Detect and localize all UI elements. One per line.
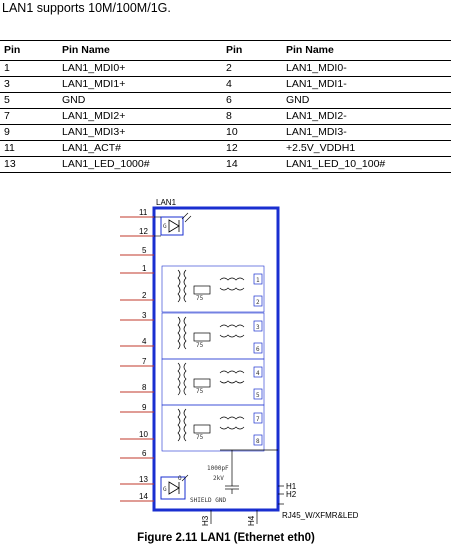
rj45-pin: 1 <box>256 277 260 284</box>
h4-label: H4 <box>247 515 256 526</box>
transformer-stages <box>161 265 265 452</box>
pin-name-cell: LAN1_MDI2- <box>282 108 451 125</box>
led-top-label: G <box>163 223 167 230</box>
pin-num: 8 <box>142 383 147 392</box>
pin-num: 1 <box>142 264 147 273</box>
pin-number-cell: 13 <box>0 156 58 173</box>
resistor-label: 75 <box>196 388 204 395</box>
rj45-pin: 8 <box>256 438 260 445</box>
pin-num: 14 <box>139 492 148 501</box>
figure-caption: Figure 2.11 LAN1 (Ethernet eth0) <box>137 532 315 544</box>
pin-name-cell: LAN1_LED_10_100# <box>282 156 451 173</box>
pin-name-cell: LAN1_MDI1- <box>282 76 451 93</box>
left-pin-numbers: 11 12 5 1 2 3 4 7 8 9 10 6 13 14 <box>139 208 148 501</box>
pin-name-cell: GND <box>282 92 451 109</box>
pin-number-cell: 4 <box>222 76 282 93</box>
pin-num: 2 <box>142 291 147 300</box>
rj45-pin: 3 <box>256 324 260 331</box>
rj45-pin: 5 <box>256 392 260 399</box>
pin-number-cell: 2 <box>222 60 282 77</box>
pin-number-cell: 12 <box>222 140 282 157</box>
h2-label: H2 <box>286 490 297 499</box>
pin-num: 3 <box>142 311 147 320</box>
header-pin-1: Pin <box>0 40 58 61</box>
h3-label: H3 <box>201 515 210 526</box>
pin-num: 4 <box>142 337 147 346</box>
h1-label: H1 <box>286 482 297 491</box>
table-header-row: Pin Pin Name Pin Pin Name <box>0 40 451 61</box>
resistor-label: 75 <box>196 295 204 302</box>
lan1-schematic: LAN1 11 12 5 1 2 3 4 7 8 9 10 6 13 14 G <box>120 198 359 526</box>
pin-name-cell: LAN1_ACT# <box>58 140 222 157</box>
connector-body <box>152 206 280 512</box>
pin-name-cell: GND <box>58 92 222 109</box>
left-pin-leads <box>120 216 154 502</box>
pin-name-cell: LAN1_MDI3- <box>282 124 451 141</box>
shield-label: SHIELD GND <box>190 497 227 504</box>
rj45-pin: 7 <box>256 416 260 423</box>
pin-number-cell: 3 <box>0 76 58 93</box>
resistor-label: 75 <box>196 434 204 441</box>
pin-num: 7 <box>142 357 147 366</box>
pin-name-cell: LAN1_MDI3+ <box>58 124 222 141</box>
header-pin-2: Pin <box>222 40 282 61</box>
cap-label-1: 1000pF <box>207 465 229 472</box>
header-pin-name-2: Pin Name <box>282 40 451 61</box>
pin-name-cell: LAN1_MDI0+ <box>58 60 222 77</box>
pin-num: 9 <box>142 403 147 412</box>
rj45-pin: 2 <box>256 299 260 306</box>
pin-number-cell: 7 <box>0 108 58 125</box>
pin-name-cell: LAN1_MDI2+ <box>58 108 222 125</box>
right-pin-numbers: 1 2 3 6 4 5 7 8 <box>256 277 260 445</box>
resistor-label: 75 <box>196 342 204 349</box>
pin-name-cell: LAN1_MDI1+ <box>58 76 222 93</box>
pin-number-cell: 6 <box>222 92 282 109</box>
intro-text: LAN1 supports 10M/100M/1G. <box>2 1 171 15</box>
pin-number-cell: 1 <box>0 60 58 77</box>
pin-number-cell: 14 <box>222 156 282 173</box>
cap-label-2: 2kV <box>213 475 224 482</box>
pin-name-cell: LAN1_LED_1000# <box>58 156 222 173</box>
bottom-led: G O <box>160 474 189 500</box>
top-led: G <box>154 212 192 237</box>
pin-num: 10 <box>139 430 148 439</box>
part-label: RJ45_W/XFMR&LED <box>282 511 359 520</box>
resistor-labels: 75 75 75 75 <box>196 295 204 441</box>
led-bottom-label-2: O <box>178 475 182 482</box>
h-pins <box>210 485 284 524</box>
pin-name-cell: LAN1_MDI0- <box>282 60 451 77</box>
header-pin-name-1: Pin Name <box>58 40 222 61</box>
capacitor <box>220 449 278 494</box>
pin-num: 11 <box>139 208 148 217</box>
pin-name-cell: +2.5V_VDDH1 <box>282 140 451 157</box>
rj45-pin: 4 <box>256 370 260 377</box>
pin-num: 12 <box>139 227 148 236</box>
pin-number-cell: 11 <box>0 140 58 157</box>
ref-label: LAN1 <box>156 198 177 207</box>
led-bottom-label-1: G <box>163 486 167 493</box>
rj45-pin: 6 <box>256 346 260 353</box>
pin-num: 13 <box>139 475 148 484</box>
pin-number-cell: 10 <box>222 124 282 141</box>
pin-num: 6 <box>142 449 147 458</box>
pin-num: 5 <box>142 246 147 255</box>
pin-number-cell: 9 <box>0 124 58 141</box>
pin-number-cell: 8 <box>222 108 282 125</box>
pin-number-cell: 5 <box>0 92 58 109</box>
